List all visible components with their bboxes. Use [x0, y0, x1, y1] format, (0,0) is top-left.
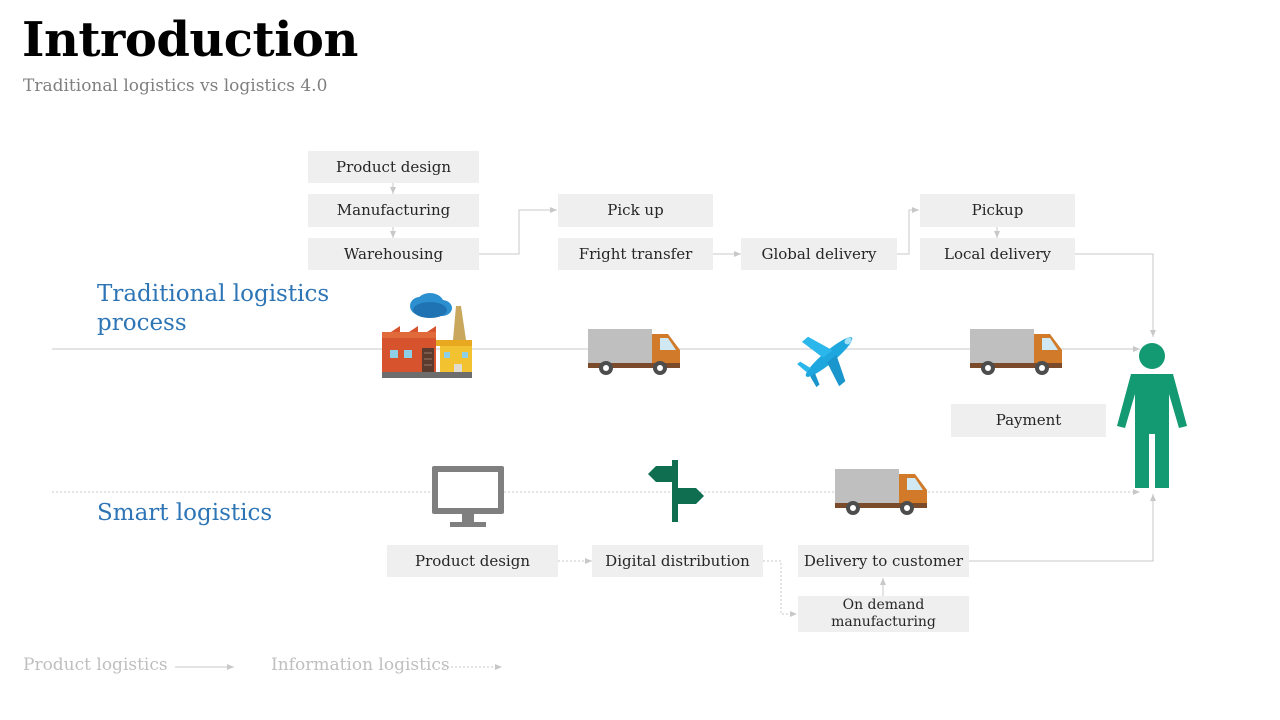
airplane-icon	[797, 336, 853, 388]
step-pick-up: Pick up	[558, 194, 713, 227]
traditional-label-line2: process	[97, 310, 187, 336]
step-payment: Payment	[951, 404, 1106, 437]
step-manufacturing: Manufacturing	[308, 194, 479, 227]
step-product-design: Product design	[308, 151, 479, 183]
legend-product-logistics: Product logistics	[23, 655, 168, 675]
traditional-logistics-label: Traditional logistics process	[97, 280, 329, 338]
smart-logistics-label: Smart logistics	[97, 500, 273, 526]
page-title: Introduction	[22, 12, 358, 68]
page-subtitle: Traditional logistics vs logistics 4.0	[23, 76, 328, 96]
truck-icon	[835, 469, 927, 515]
signpost-icon	[648, 460, 704, 522]
step-global-delivery: Global delivery	[741, 238, 897, 270]
person-icon	[1117, 343, 1187, 488]
smart-step-product-design: Product design	[387, 545, 558, 577]
truck-icon	[970, 329, 1062, 375]
step-warehousing: Warehousing	[308, 238, 479, 270]
monitor-icon	[432, 466, 504, 527]
truck-icon	[588, 329, 680, 375]
step-local-delivery: Local delivery	[920, 238, 1075, 270]
step-pickup: Pickup	[920, 194, 1075, 227]
traditional-label-line1: Traditional logistics	[97, 281, 330, 307]
smart-step-delivery-to-customer: Delivery to customer	[798, 545, 969, 577]
legend-information-logistics: Information logistics	[271, 655, 450, 675]
smart-step-on-demand-manufacturing: On demand manufacturing	[798, 596, 969, 632]
step-fright-transfer: Fright transfer	[558, 238, 713, 270]
factory-icon	[382, 293, 472, 378]
smart-step-digital-distribution: Digital distribution	[592, 545, 763, 577]
